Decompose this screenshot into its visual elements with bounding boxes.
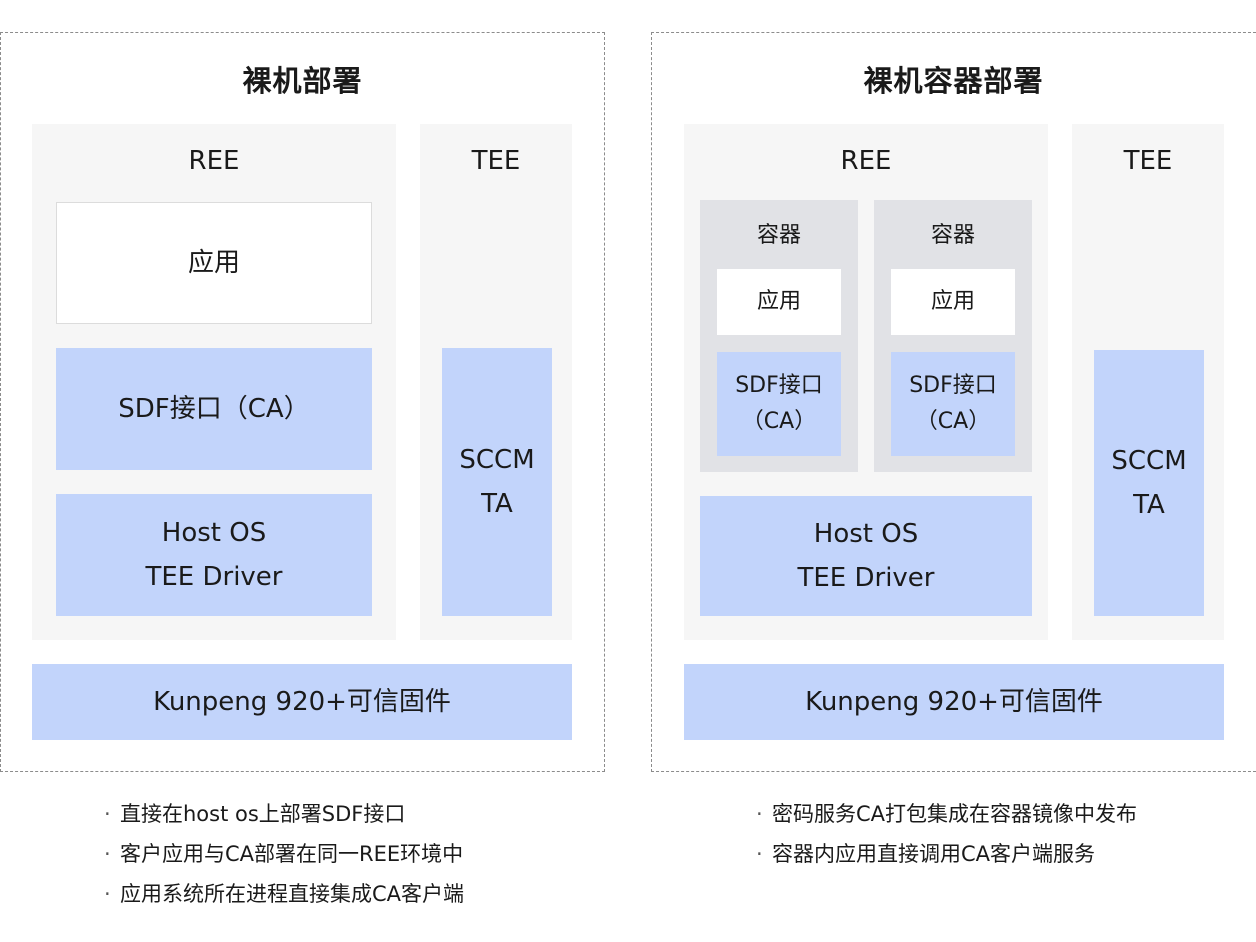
right-host-os-box: Host OS TEE Driver bbox=[700, 496, 1032, 616]
right-bullet-text: 密码服务CA打包集成在容器镜像中发布 bbox=[772, 802, 1138, 826]
left-bullet-text: 应用系统所在进程直接集成CA客户端 bbox=[120, 882, 465, 906]
bare-metal-title: 裸机部署 bbox=[242, 64, 363, 98]
left-hardware-box: Kunpeng 920+可信固件 bbox=[32, 664, 572, 740]
container-sdf-box-2: SDF接口 （CA） bbox=[891, 352, 1015, 456]
left-bullet-item: · 应用系统所在进程直接集成CA客户端 bbox=[104, 874, 464, 914]
container-sdf-label: SDF接口 bbox=[735, 373, 823, 398]
container-title: 裸机容器部署 bbox=[863, 64, 1044, 98]
left-bullet-text: 直接在host os上部署SDF接口 bbox=[120, 802, 406, 826]
container-panel bbox=[651, 32, 1256, 772]
container-ca-label: （CA） bbox=[741, 409, 817, 434]
right-hardware-box: Kunpeng 920+可信固件 bbox=[684, 664, 1224, 740]
right-tee-label: TEE bbox=[1123, 146, 1173, 176]
right-bullet-list: · 密码服务CA打包集成在容器镜像中发布 · 容器内应用直接调用CA客户端服务 bbox=[756, 794, 1137, 874]
right-ta-label: TA bbox=[1133, 490, 1165, 520]
left-host-os-label: Host OS bbox=[161, 518, 267, 548]
left-tee-label: TEE bbox=[471, 146, 521, 176]
left-sccm-ta-box: SCCM TA bbox=[442, 348, 552, 616]
left-sccm-label: SCCM bbox=[459, 445, 535, 475]
right-bullet-item: · 容器内应用直接调用CA客户端服务 bbox=[756, 834, 1137, 874]
bullet-marker: · bbox=[104, 802, 111, 826]
left-bullet-item: · 客户应用与CA部署在同一REE环境中 bbox=[104, 834, 464, 874]
bullet-marker: · bbox=[104, 882, 111, 906]
left-bullet-item: · 直接在host os上部署SDF接口 bbox=[104, 794, 464, 834]
right-tee-driver-label: TEE Driver bbox=[797, 563, 935, 593]
right-ree-label: REE bbox=[840, 146, 892, 176]
container-label-1: 容器 bbox=[756, 223, 801, 248]
left-bullet-list: ·直接在host os上部署SDF接口 ·客户应用与CA部署在同一REE环境中 … bbox=[104, 794, 464, 914]
right-sccm-ta-box: SCCM TA bbox=[1094, 350, 1204, 616]
bare-metal-panel bbox=[0, 32, 605, 772]
container-sdf-label: SDF接口 bbox=[909, 373, 997, 398]
left-ree-label: REE bbox=[188, 146, 240, 176]
left-host-os-box: Host OS TEE Driver bbox=[56, 494, 372, 616]
left-app-box: 应用 bbox=[56, 202, 372, 324]
left-bullet-text: 客户应用与CA部署在同一REE环境中 bbox=[120, 842, 464, 866]
bullet-marker: · bbox=[756, 802, 763, 826]
right-bullet-item: · 密码服务CA打包集成在容器镜像中发布 bbox=[756, 794, 1137, 834]
container-app-box-2: 应用 bbox=[891, 269, 1015, 335]
right-bullet-text: 容器内应用直接调用CA客户端服务 bbox=[772, 842, 1096, 866]
bullet-marker: · bbox=[104, 842, 111, 866]
right-host-os-label: Host OS bbox=[813, 519, 919, 549]
left-tee-driver-label: TEE Driver bbox=[145, 562, 283, 592]
container-label-2: 容器 bbox=[930, 223, 975, 248]
right-sccm-label: SCCM bbox=[1111, 446, 1187, 476]
left-ta-label: TA bbox=[481, 489, 513, 519]
container-app-box-1: 应用 bbox=[717, 269, 841, 335]
container-sdf-box-1: SDF接口 （CA） bbox=[717, 352, 841, 456]
left-sdf-box: SDF接口（CA） bbox=[56, 348, 372, 470]
container-ca-label: （CA） bbox=[915, 409, 991, 434]
bullet-marker: · bbox=[756, 842, 763, 866]
